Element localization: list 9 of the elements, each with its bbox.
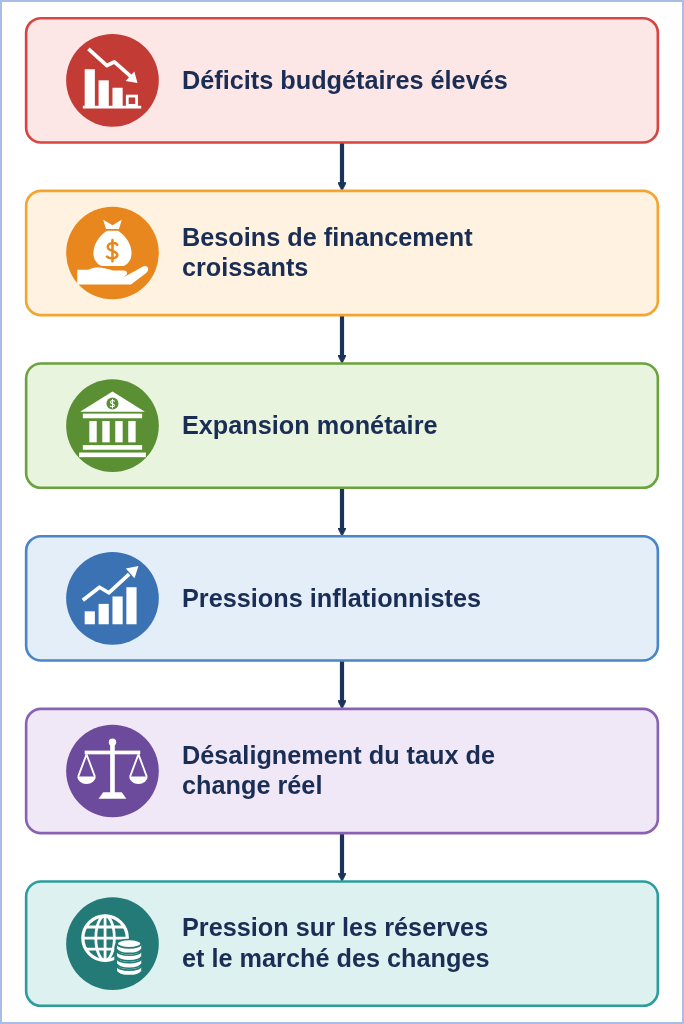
node-text: Besoins de financement croissants (181, 222, 474, 284)
arrow (337, 315, 347, 364)
node-text: Désalignement du taux de change réel (181, 740, 497, 802)
node-text: Pression sur les réserves et le marché des changes (181, 913, 491, 974)
node-text: Pressions inflationnistes (181, 583, 482, 614)
node-text: Déficits budgétaires élevés (181, 65, 508, 96)
arrow (337, 487, 347, 537)
node-text: Expansion monétaire (181, 410, 438, 441)
arrow (337, 833, 347, 882)
